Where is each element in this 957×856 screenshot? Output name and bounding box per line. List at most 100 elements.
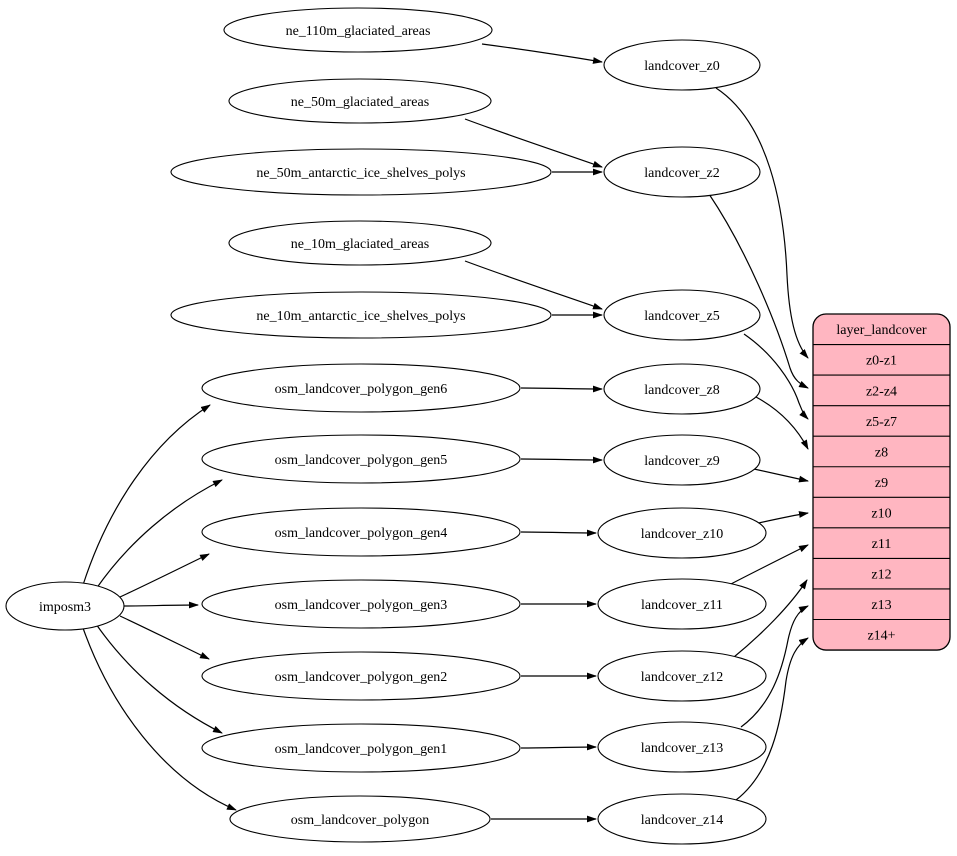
table-body-layer_landcover	[812, 313, 951, 651]
node-imposm3: imposm3	[5, 581, 125, 631]
node-ne_10m_glaciated_areas: ne_10m_glaciated_areas	[228, 220, 492, 266]
node-ellipse-osm_landcover_polygon_gen6	[201, 363, 521, 413]
node-ellipse-landcover_z9	[603, 434, 761, 486]
node-label-landcover_z11: landcover_z11	[641, 598, 723, 613]
table-row-z12: z12	[871, 568, 891, 583]
node-osm_landcover_polygon_gen6: osm_landcover_polygon_gen6	[201, 363, 521, 413]
edge-osm_landcover_polygon_gen4--landcover_z10	[520, 529, 597, 537]
edge-landcover_z10--layer_landcover.z10	[753, 511, 809, 525]
node-label-ne_10m_glaciated_areas: ne_10m_glaciated_areas	[291, 237, 429, 252]
node-ellipse-ne_50m_glaciated_areas	[228, 78, 492, 124]
edge-osm_landcover_polygon_gen6--landcover_z8	[520, 385, 603, 393]
node-label-landcover_z5: landcover_z5	[644, 309, 719, 324]
node-ellipse-osm_landcover_polygon	[229, 795, 491, 843]
node-label-ne_50m_glaciated_areas: ne_50m_glaciated_areas	[291, 95, 429, 110]
node-label-osm_landcover_polygon_gen2: osm_landcover_polygon_gen2	[275, 670, 448, 685]
node-label-ne_110m_glaciated_areas: ne_110m_glaciated_areas	[286, 24, 431, 39]
node-label-landcover_z0: landcover_z0	[644, 59, 719, 74]
table-node-layer: layer_landcover z0-z1 z2-z4 z5-z7 z8 z9 z10 z11…	[812, 313, 951, 651]
node-label-landcover_z9: landcover_z9	[644, 454, 719, 469]
table-row-z11: z11	[872, 537, 892, 552]
node-osm_landcover_polygon_gen2: osm_landcover_polygon_gen2	[201, 651, 521, 701]
edge-imposm3--osm_landcover_polygon_gen4	[119, 553, 210, 598]
table-row-z2-z4: z2-z4	[866, 384, 897, 399]
edge-landcover_z5--layer_landcover.z5-z7	[743, 333, 809, 420]
edge-landcover_z12--layer_landcover.z12	[733, 579, 808, 658]
node-label-landcover_z12: landcover_z12	[641, 670, 723, 685]
node-ellipse-landcover_z14	[597, 793, 767, 845]
node-ellipse-imposm3	[5, 581, 125, 631]
edge-imposm3--osm_landcover_polygon_gen2	[119, 615, 210, 660]
node-osm_landcover_polygon_gen3: osm_landcover_polygon_gen3	[201, 579, 521, 629]
node-ellipse-landcover_z12	[597, 650, 767, 702]
node-label-landcover_z13: landcover_z13	[641, 741, 723, 756]
node-ne_50m_glaciated_areas: ne_50m_glaciated_areas	[228, 78, 492, 124]
node-osm_landcover_polygon_gen4: osm_landcover_polygon_gen4	[201, 507, 521, 557]
node-ellipse-landcover_z2	[603, 146, 761, 198]
edge-landcover_z0--layer_landcover.z0-z1	[715, 87, 809, 359]
node-ne_110m_glaciated_areas: ne_110m_glaciated_areas	[223, 7, 493, 53]
table-row-z10: z10	[871, 506, 891, 521]
edge-landcover_z2--layer_landcover.z2-z4	[708, 193, 809, 389]
edge-landcover_z13--layer_landcover.z13	[740, 605, 809, 728]
edge-landcover_z14--layer_landcover.z14+	[735, 637, 809, 801]
node-label-landcover_z14: landcover_z14	[641, 813, 723, 828]
edges-layer	[82, 43, 809, 823]
node-landcover_z11: landcover_z11	[597, 578, 767, 630]
node-landcover_z12: landcover_z12	[597, 650, 767, 702]
node-landcover_z14: landcover_z14	[597, 793, 767, 845]
node-landcover_z10: landcover_z10	[597, 507, 767, 559]
node-landcover_z2: landcover_z2	[603, 146, 761, 198]
edge-osm_landcover_polygon_gen1--landcover_z13	[520, 743, 597, 751]
node-label-osm_landcover_polygon_gen5: osm_landcover_polygon_gen5	[275, 453, 448, 468]
edge-imposm3--osm_landcover_polygon_gen5	[95, 479, 223, 590]
node-ellipse-osm_landcover_polygon_gen2	[201, 651, 521, 701]
edge-imposm3--osm_landcover_polygon	[82, 627, 237, 811]
node-landcover_z9: landcover_z9	[603, 434, 761, 486]
node-label-osm_landcover_polygon_gen1: osm_landcover_polygon_gen1	[275, 742, 448, 757]
table-row-z14+: z14+	[867, 629, 895, 644]
edge-imposm3--osm_landcover_polygon_gen1	[95, 623, 223, 734]
node-landcover_z0: landcover_z0	[603, 39, 761, 91]
node-label-osm_landcover_polygon_gen3: osm_landcover_polygon_gen3	[275, 598, 448, 613]
node-label-osm_landcover_polygon_gen6: osm_landcover_polygon_gen6	[275, 382, 448, 397]
table-row-z13: z13	[871, 598, 891, 613]
node-ellipse-osm_landcover_polygon_gen1	[201, 723, 521, 773]
edge-ne_50m_glaciated_areas--landcover_z2	[464, 118, 603, 168]
edge-imposm3--osm_landcover_polygon_gen6	[82, 404, 211, 586]
nodes-layer: imposm3 ne_110m_glaciated_areas ne_50m_gla…	[5, 7, 767, 845]
node-osm_landcover_polygon_gen1: osm_landcover_polygon_gen1	[201, 723, 521, 773]
node-label-ne_10m_antarctic_ice_shelves_polys: ne_10m_antarctic_ice_shelves_polys	[256, 309, 465, 324]
node-landcover_z13: landcover_z13	[597, 721, 767, 773]
node-osm_landcover_polygon_gen5: osm_landcover_polygon_gen5	[201, 434, 521, 484]
node-ellipse-osm_landcover_polygon_gen3	[201, 579, 521, 629]
node-ellipse-ne_110m_glaciated_areas	[223, 7, 493, 53]
table-title: layer_landcover	[836, 323, 927, 338]
node-ne_10m_antarctic_ice_shelves_polys: ne_10m_antarctic_ice_shelves_polys	[170, 291, 552, 339]
node-label-landcover_z2: landcover_z2	[644, 166, 719, 181]
node-ellipse-osm_landcover_polygon_gen4	[201, 507, 521, 557]
node-ellipse-landcover_z5	[603, 289, 761, 341]
node-label-osm_landcover_polygon: osm_landcover_polygon	[291, 813, 429, 828]
node-label-ne_50m_antarctic_ice_shelves_polys: ne_50m_antarctic_ice_shelves_polys	[256, 166, 465, 181]
node-ellipse-landcover_z13	[597, 721, 767, 773]
table-row-z5-z7: z5-z7	[866, 415, 897, 430]
node-ellipse-ne_10m_antarctic_ice_shelves_polys	[170, 291, 552, 339]
edge-imposm3--osm_landcover_polygon_gen3	[123, 601, 199, 609]
edge-landcover_z9--layer_landcover.z9	[753, 468, 809, 483]
table-row-z9: z9	[875, 476, 888, 491]
table-row-z8: z8	[875, 445, 888, 460]
node-label-osm_landcover_polygon_gen4: osm_landcover_polygon_gen4	[275, 526, 448, 541]
node-label-landcover_z8: landcover_z8	[644, 383, 719, 398]
node-osm_landcover_polygon: osm_landcover_polygon	[229, 795, 491, 843]
node-ne_50m_antarctic_ice_shelves_polys: ne_50m_antarctic_ice_shelves_polys	[170, 148, 552, 196]
edge-landcover_z11--layer_landcover.z11	[728, 544, 809, 586]
node-ellipse-ne_10m_glaciated_areas	[228, 220, 492, 266]
edge-ne_10m_glaciated_areas--landcover_z5	[464, 260, 603, 310]
edge-osm_landcover_polygon_gen5--landcover_z9	[520, 456, 603, 464]
table-row-z0-z1: z0-z1	[866, 354, 897, 369]
node-ellipse-landcover_z0	[603, 39, 761, 91]
node-label-imposm3: imposm3	[39, 600, 91, 615]
edge-ne_110m_glaciated_areas--landcover_z0	[481, 43, 603, 64]
